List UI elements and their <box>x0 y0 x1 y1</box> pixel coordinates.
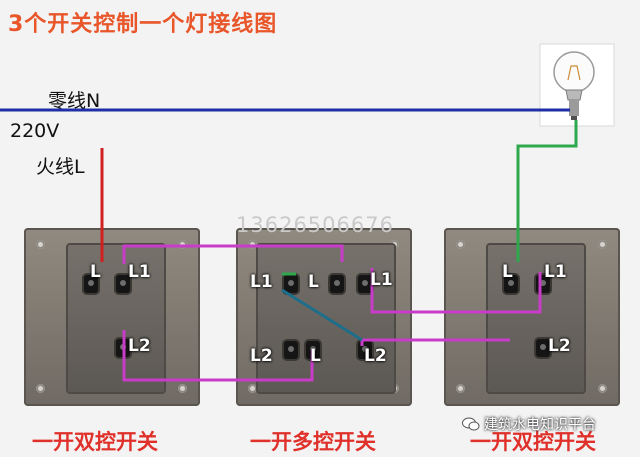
watermark: 13626506676 <box>236 213 394 237</box>
screw-icon <box>456 384 465 393</box>
terminal-label-L2: L2 <box>364 346 387 366</box>
terminal-label-L2: L2 <box>250 346 273 366</box>
caption-middle-switch: 一开多控开关 <box>250 430 376 454</box>
terminal-label-L2: L2 <box>548 336 571 356</box>
screw-icon <box>598 240 607 249</box>
terminal-hole <box>284 341 298 359</box>
screw-icon <box>598 384 607 393</box>
switch-module <box>486 243 586 394</box>
terminal-label-L1: L1 <box>250 272 273 292</box>
terminal-hole <box>84 275 98 293</box>
screw-icon <box>178 384 187 393</box>
screw-icon <box>36 384 45 393</box>
terminal-hole <box>284 275 298 293</box>
terminal-label-L: L <box>502 262 513 282</box>
terminal-label-L: L <box>90 262 101 282</box>
caption-right-switch: 一开双控开关 <box>470 430 596 454</box>
terminal-label-L: L <box>308 272 319 292</box>
brand-watermark: 建筑水电知识平台 <box>462 414 596 434</box>
switch-panel-left <box>24 228 200 406</box>
bridge-wires <box>281 272 363 342</box>
terminal-hole <box>504 275 518 293</box>
live-label: 火线L <box>36 156 85 178</box>
terminal-label-L1: L1 <box>128 262 151 282</box>
traveler-wires <box>122 244 542 382</box>
terminal-label-L: L <box>310 346 321 366</box>
switch-panel-right <box>444 228 620 406</box>
switch-module <box>66 243 166 394</box>
terminal-label-L1: L1 <box>544 262 567 282</box>
neutral-label: 零线N <box>48 90 101 112</box>
terminal-hole <box>116 275 130 293</box>
terminal-hole <box>330 275 344 293</box>
terminal-hole <box>358 275 372 293</box>
terminal-label-L2: L2 <box>128 336 151 356</box>
caption-left-switch: 一开双控开关 <box>32 430 158 454</box>
screw-icon <box>248 384 257 393</box>
screw-icon <box>456 240 465 249</box>
light-bulb-icon <box>539 43 615 127</box>
terminal-hole <box>536 339 550 357</box>
brand-name: 建筑水电知识平台 <box>484 417 596 433</box>
wechat-icon <box>462 417 480 431</box>
terminal-label-L1: L1 <box>370 270 393 290</box>
lamp-wire <box>516 120 578 262</box>
diagram-title: 3个开关控制一个灯接线图 <box>8 12 278 37</box>
screw-icon <box>36 240 45 249</box>
voltage-label: 220V <box>10 120 60 142</box>
